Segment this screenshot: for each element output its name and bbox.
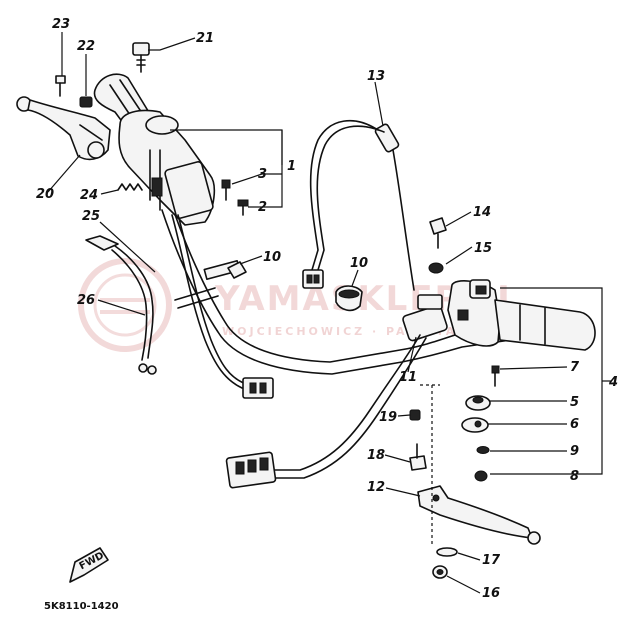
callout-7: 7: [570, 360, 580, 375]
washer-9: [476, 446, 490, 454]
brake-switch-13: [302, 119, 415, 291]
callout-10-lower: 10: [350, 256, 368, 271]
left-switch-assembly: [118, 109, 216, 226]
bolt-21: [132, 42, 150, 73]
master-cylinder-11: [271, 294, 448, 479]
callout-1: 1: [287, 159, 296, 174]
nut-15: [428, 262, 444, 274]
nut-16: [432, 565, 448, 579]
clamp-10: [335, 285, 363, 312]
callout-3: 3: [258, 167, 267, 182]
right-switch-assembly: [447, 279, 596, 351]
callout-22: 22: [77, 39, 95, 54]
callout-10-upper: 10: [263, 250, 281, 265]
callout-labels: 21 22 23 1 3 2 20 24 25 26 10 10 13 14 1…: [36, 17, 618, 601]
callout-21: 21: [196, 31, 214, 46]
screw-23: [55, 75, 66, 97]
callout-24: 24: [80, 188, 98, 203]
nut-8: [474, 470, 488, 482]
clip-10-upper: [227, 261, 247, 279]
callout-20: 20: [36, 187, 54, 202]
callout-26: 26: [77, 293, 95, 308]
callout-9: 9: [570, 444, 579, 459]
callout-17: 17: [482, 553, 501, 568]
diagram-code: 5K8110-1420: [44, 601, 119, 612]
callout-11: 11: [399, 370, 417, 385]
part-5: [465, 395, 491, 411]
callout-16: 16: [482, 586, 500, 601]
screw-2: [237, 199, 249, 216]
leader-lines: [47, 32, 612, 594]
callout-8: 8: [570, 469, 579, 484]
callout-25: 25: [82, 209, 100, 224]
screw-7: [491, 365, 500, 387]
callout-13: 13: [367, 69, 385, 84]
front-arrow-icon: FWD: [69, 547, 109, 583]
sensor-lead: [85, 235, 157, 375]
callout-4: 4: [608, 375, 618, 390]
washer-17: [436, 547, 458, 557]
left-switch-wiring: [171, 214, 274, 399]
callout-23: 23: [52, 17, 70, 32]
spring-24: [117, 183, 143, 191]
bolt-18: [409, 443, 427, 471]
callout-15: 15: [474, 241, 492, 256]
clutch-lever: [16, 96, 111, 161]
part-6: [461, 417, 489, 433]
brake-lever: [417, 485, 541, 545]
nut-22: [79, 96, 93, 108]
nut-19: [409, 409, 421, 421]
screw-3: [221, 179, 231, 201]
callout-12: 12: [367, 480, 385, 495]
callout-14: 14: [473, 205, 491, 220]
callout-19: 19: [379, 410, 397, 425]
bolt-14: [429, 217, 447, 249]
lower-connector: [225, 451, 277, 489]
callout-6: 6: [570, 417, 579, 432]
callout-5: 5: [570, 395, 579, 410]
callout-2: 2: [258, 200, 267, 215]
callout-18: 18: [367, 448, 385, 463]
